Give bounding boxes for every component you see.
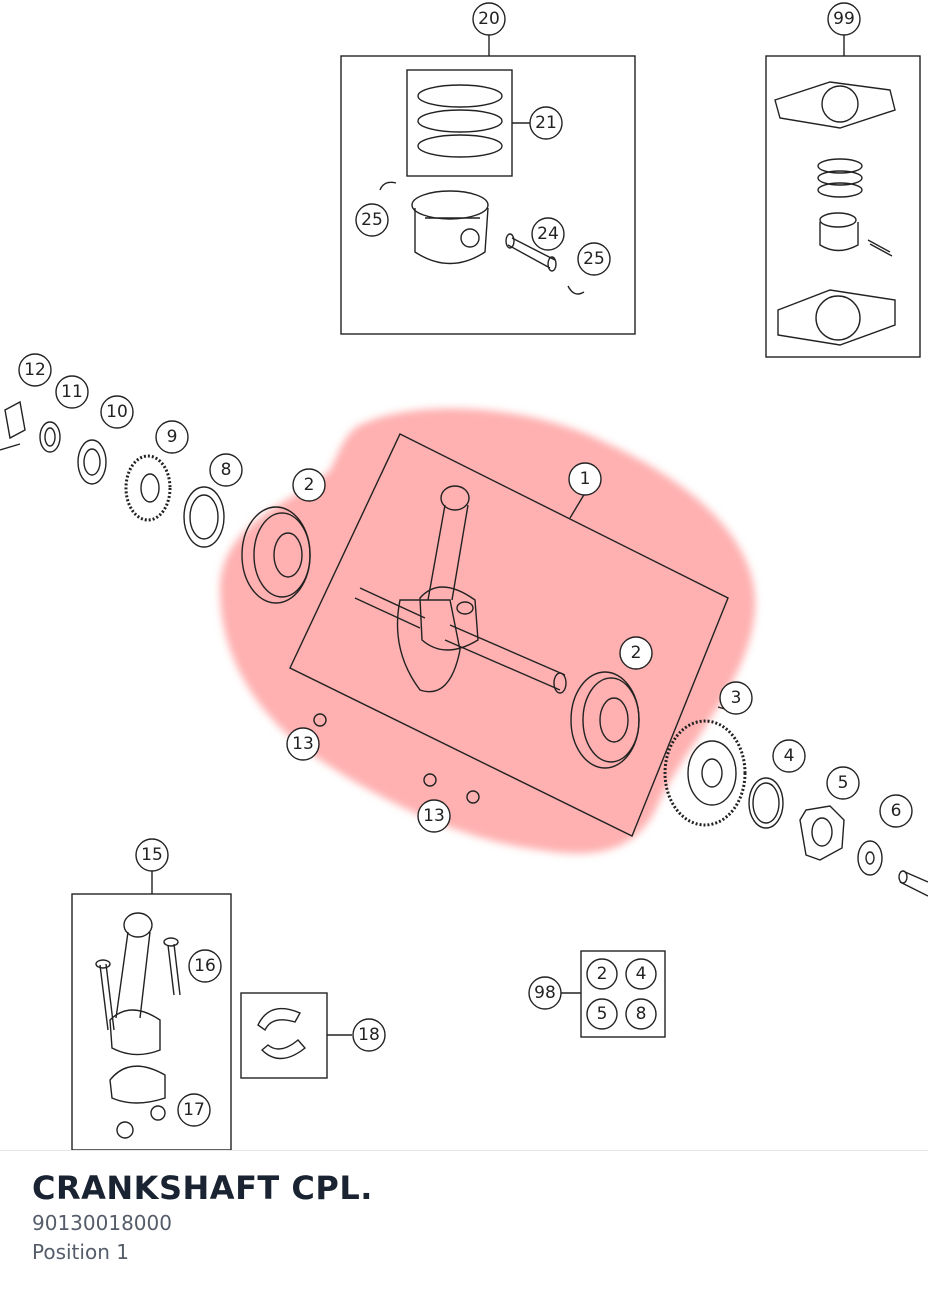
callout-circle-21[interactable] (529, 106, 563, 140)
callout-circle-3[interactable] (719, 681, 753, 715)
callout-circle-13a[interactable] (286, 727, 320, 761)
callout-circle-25a[interactable] (355, 203, 389, 237)
callout-circle-5[interactable] (826, 766, 860, 800)
crankshaft-box (241, 433, 729, 837)
callout-circle-6[interactable] (879, 794, 913, 828)
callout-20: 20 (478, 9, 500, 29)
callout-3: 3 (731, 688, 742, 708)
gasket-kit-box (765, 32, 921, 358)
callout-15: 15 (141, 845, 163, 865)
callout-6: 6 (891, 801, 902, 821)
kit-label-8: 8 (636, 1004, 647, 1024)
callout-18: 18 (358, 1025, 380, 1045)
part-title: CRANKSHAFT CPL. (32, 1169, 373, 1207)
callout-circle-99[interactable] (827, 2, 861, 36)
callout-circle-15[interactable] (135, 838, 169, 872)
callout-circle-16[interactable] (188, 949, 222, 983)
left-side-parts (0, 400, 225, 548)
dowel-pins (313, 713, 480, 804)
piston-kit-box (340, 32, 636, 335)
part-position: Position 1 (32, 1240, 129, 1264)
conrod-kit-box (71, 868, 232, 1150)
kit-circle-4[interactable] (625, 958, 657, 990)
callout-98: 98 (534, 983, 556, 1003)
part-info-footer: CRANKSHAFT CPL. 90130018000 Position 1 (0, 1150, 928, 1291)
kit-label-2: 2 (597, 964, 608, 984)
repair-kit-box (561, 950, 666, 1038)
callout-circle-20[interactable] (472, 2, 506, 36)
callout-13a: 13 (292, 734, 314, 754)
callout-circle-13b[interactable] (417, 799, 451, 833)
callout-circle-18[interactable] (352, 1018, 386, 1052)
callout-circle-4[interactable] (772, 739, 806, 773)
callout-25b: 25 (583, 249, 605, 269)
callout-5: 5 (838, 773, 849, 793)
callout-11: 11 (61, 382, 83, 402)
callout-2b: 2 (631, 643, 642, 663)
callout-circle-12[interactable] (18, 353, 52, 387)
callout-circle-2b[interactable] (619, 636, 653, 670)
bearing-shells-box (240, 992, 352, 1079)
highlight-region[interactable] (220, 408, 756, 854)
callout-25a: 25 (361, 210, 383, 230)
kit-circle-5[interactable] (586, 998, 618, 1030)
kit-circle-2[interactable] (586, 958, 618, 990)
callout-9: 9 (167, 427, 178, 447)
callout-circle-2a[interactable] (292, 468, 326, 502)
exploded-parts-diagram: 20 99 21 25 24 25 12 11 10 9 8 2 1 2 3 4… (0, 2, 928, 1150)
part-number: 90130018000 (32, 1211, 172, 1235)
callout-21: 21 (535, 113, 557, 133)
callout-16: 16 (194, 956, 216, 976)
kit-label-4: 4 (636, 964, 647, 984)
callout-2a: 2 (304, 475, 315, 495)
callout-circle-10[interactable] (100, 395, 134, 429)
callout-13b: 13 (423, 806, 445, 826)
callout-circle-11[interactable] (55, 375, 89, 409)
callout-circle-24[interactable] (531, 217, 565, 251)
callout-24: 24 (537, 224, 559, 244)
callout-circle-1[interactable] (568, 462, 602, 496)
callout-circle-17[interactable] (177, 1093, 211, 1127)
callout-10: 10 (106, 402, 128, 422)
callout-8: 8 (221, 460, 232, 480)
callout-1: 1 (580, 469, 591, 489)
callout-circle-8[interactable] (209, 453, 243, 487)
callout-99: 99 (833, 9, 855, 29)
callout-17: 17 (183, 1100, 205, 1120)
kit-circle-8[interactable] (625, 998, 657, 1030)
callout-circle-98[interactable] (528, 976, 562, 1010)
callout-circle-9[interactable] (155, 420, 189, 454)
callout-4: 4 (784, 746, 795, 766)
right-side-parts (663, 706, 928, 897)
kit-label-5: 5 (597, 1004, 608, 1024)
callout-circle-25b[interactable] (577, 242, 611, 276)
callout-12: 12 (24, 360, 46, 380)
